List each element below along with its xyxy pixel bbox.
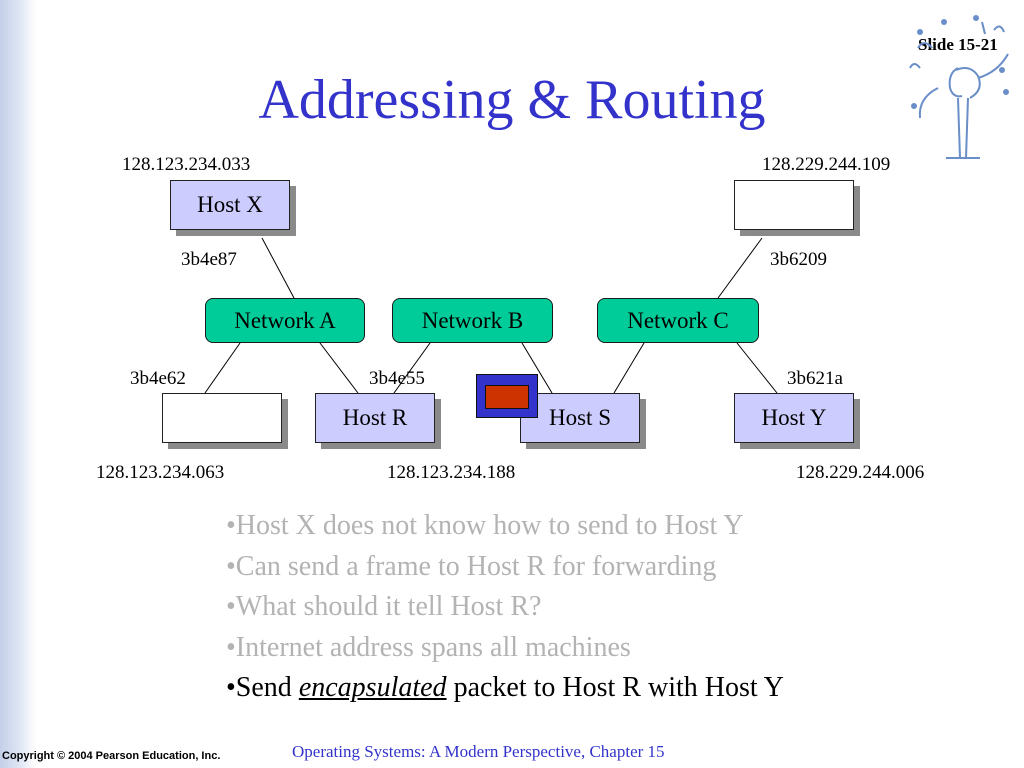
wire-netb-hosts bbox=[521, 342, 553, 394]
bullet-1: •Host X does not know how to send to Hos… bbox=[226, 510, 744, 541]
bullet-5-prefix: •Send bbox=[226, 672, 299, 703]
hosty-mac-label: 3b621a bbox=[787, 368, 843, 389]
network-a-label: Network A bbox=[234, 307, 336, 333]
host-s-box: Host S bbox=[520, 393, 640, 443]
wire-hostx-neta bbox=[261, 237, 295, 299]
host-x-label: Host X bbox=[197, 192, 263, 217]
toprighthost-mac-label: 3b6209 bbox=[770, 249, 827, 270]
packet-icon bbox=[476, 374, 538, 418]
network-a: Network A bbox=[205, 298, 365, 343]
host-y-box: Host Y bbox=[734, 393, 854, 443]
host-bottom-left-box bbox=[162, 393, 282, 443]
wire-neta-hostr bbox=[319, 342, 359, 394]
bullet-4: •Internet address spans all machines bbox=[226, 631, 631, 663]
bullet-5-suffix: packet to Host R with Host Y bbox=[446, 672, 784, 703]
hostx-ip-label: 128.123.234.033 bbox=[122, 154, 251, 175]
copyright-notice: Copyright © 2004 Pearson Education, Inc. bbox=[2, 750, 221, 762]
bullet-list: •Host X does not know how to send to Hos… bbox=[226, 506, 784, 709]
host-top-right-box bbox=[734, 180, 854, 230]
wire-netb-hostr bbox=[393, 342, 431, 394]
wire-netc-hosts bbox=[613, 342, 645, 394]
bullet-2: •Can send a frame to Host R for forwardi… bbox=[226, 550, 717, 582]
toprighthost-ip-label: 128.229.244.109 bbox=[762, 154, 891, 175]
host-r-label: Host R bbox=[342, 405, 408, 430]
hostr-mac-label: 3b4e55 bbox=[369, 368, 425, 389]
wire-toprighthost-netc bbox=[717, 237, 763, 299]
bullet-3: •What should it tell Host R? bbox=[226, 591, 542, 622]
network-b: Network B bbox=[392, 298, 553, 343]
host-r-box: Host R bbox=[315, 393, 435, 443]
hostx-mac-label: 3b4e87 bbox=[181, 249, 237, 270]
host-s-label: Host S bbox=[549, 405, 611, 430]
left-gradient-bar bbox=[0, 0, 36, 768]
packet-payload-icon bbox=[485, 385, 529, 409]
hosty-ip-label: 128.229.244.006 bbox=[796, 462, 925, 483]
wire-neta-bottomleft bbox=[204, 342, 241, 394]
slide-title: Addressing & Routing bbox=[258, 69, 766, 131]
network-b-label: Network B bbox=[421, 307, 524, 333]
bottomleft-ip-label: 128.123.234.063 bbox=[96, 462, 225, 483]
network-c-label: Network C bbox=[627, 307, 729, 333]
bullet-5: •Send encapsulated packet to Host R with… bbox=[226, 668, 784, 709]
host-x-box: Host X bbox=[170, 180, 290, 230]
slide-number: Slide 15-21 bbox=[918, 35, 998, 54]
music-figure-logo bbox=[909, 15, 1009, 159]
hostr-ip-label: 128.123.234.188 bbox=[387, 462, 516, 483]
bottomleft-mac-label: 3b4e62 bbox=[130, 368, 186, 389]
slide-footer: Operating Systems: A Modern Perspective,… bbox=[292, 742, 665, 761]
wire-netc-hosty bbox=[736, 342, 778, 394]
bullet-5-emphasis: encapsulated bbox=[298, 672, 447, 703]
host-y-label: Host Y bbox=[761, 405, 827, 430]
network-c: Network C bbox=[597, 298, 759, 343]
